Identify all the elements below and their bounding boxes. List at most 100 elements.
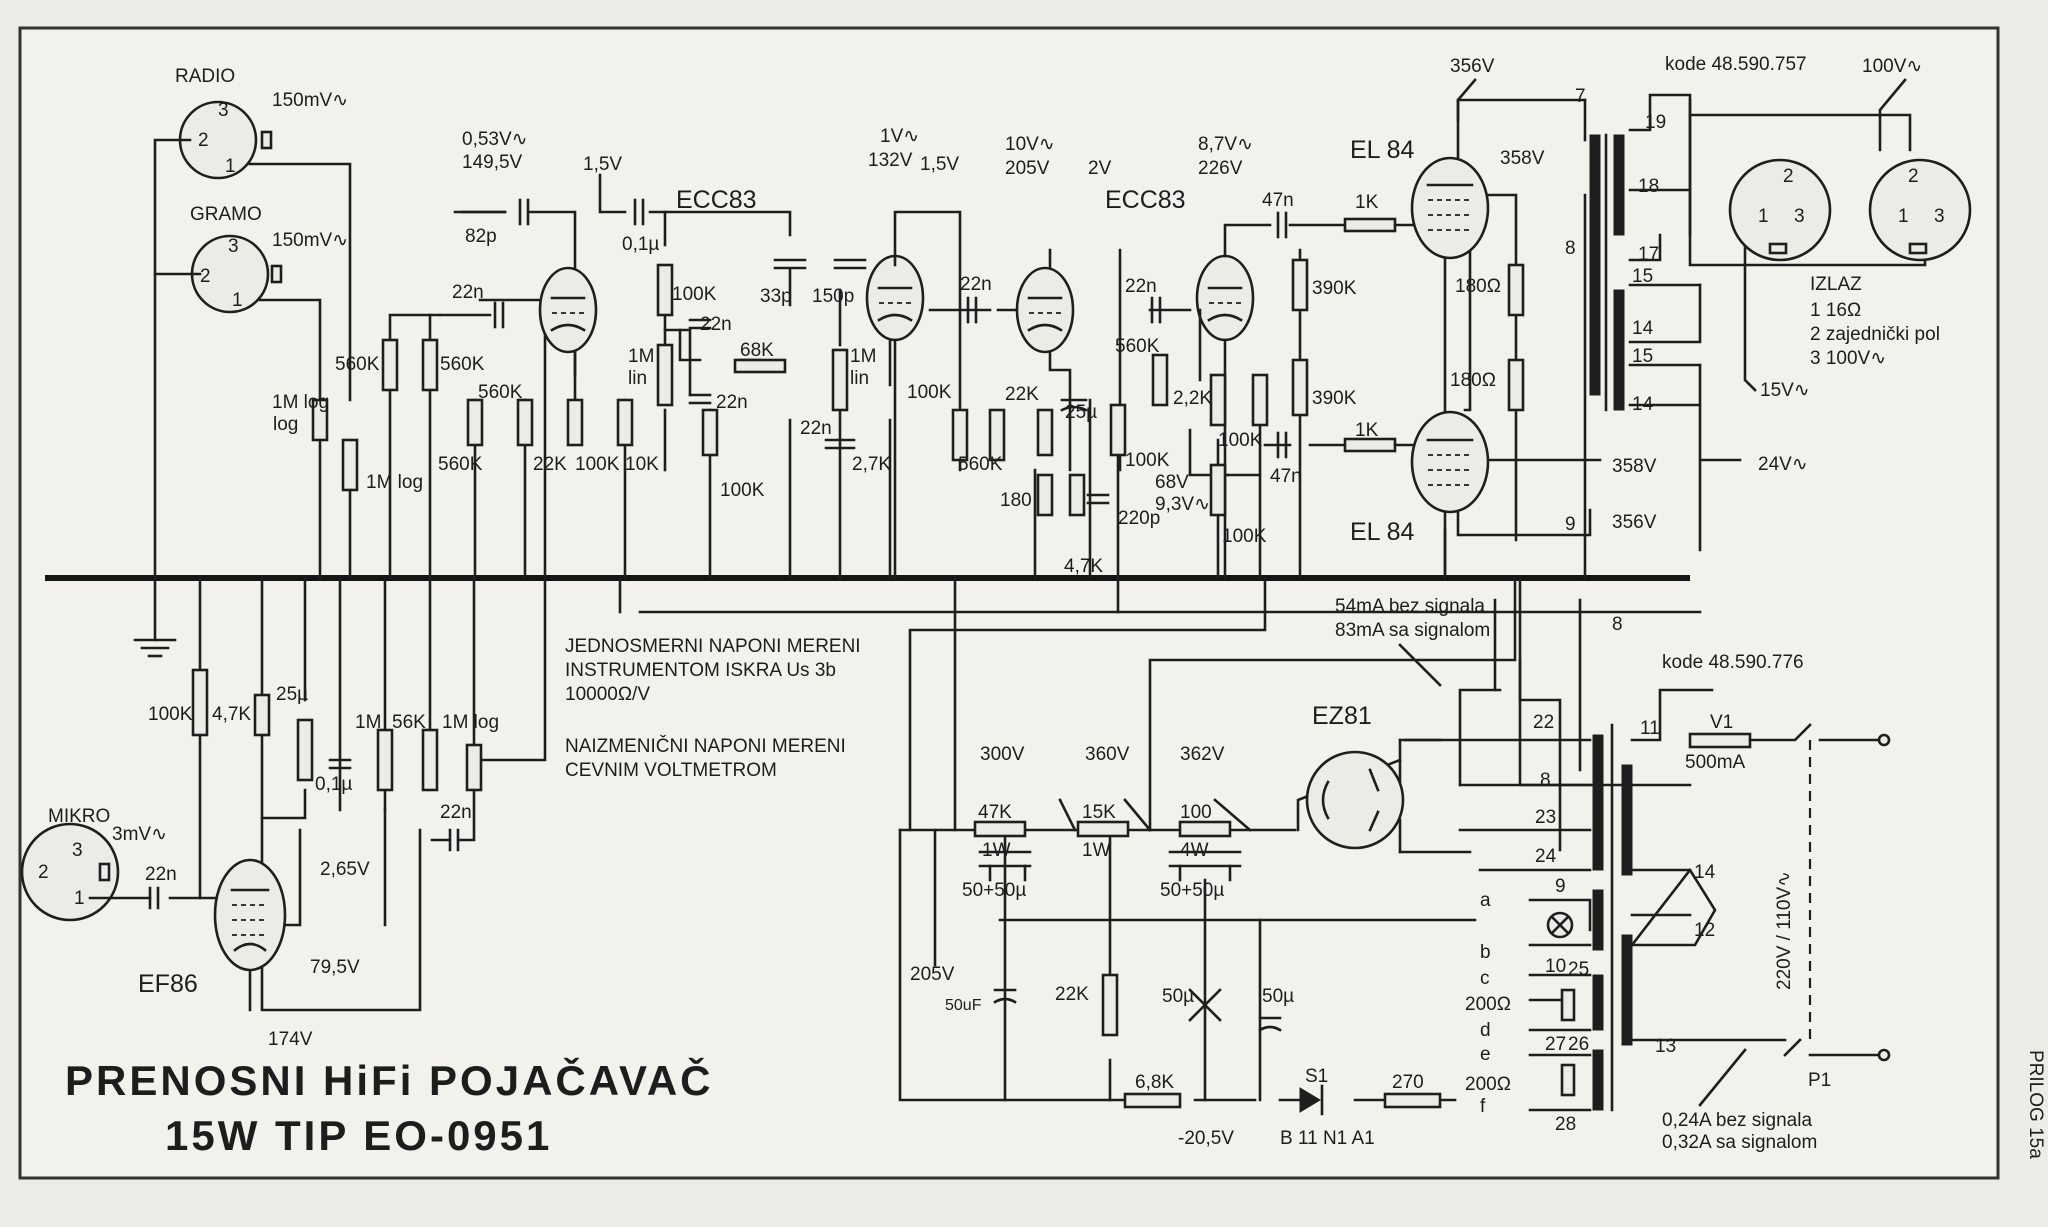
svg-text:B 11 N1 A1: B 11 N1 A1 — [1280, 1128, 1375, 1149]
svg-text:2 zajednički pol: 2 zajednički pol — [1810, 324, 1940, 345]
svg-text:1: 1 — [1898, 206, 1909, 227]
svg-text:358V: 358V — [1500, 148, 1545, 169]
svg-text:9,3V∿: 9,3V∿ — [1155, 494, 1210, 515]
svg-text:19: 19 — [1645, 112, 1666, 133]
svg-text:-20,5V: -20,5V — [1178, 1128, 1234, 1149]
svg-text:3mV∿: 3mV∿ — [112, 824, 167, 845]
svg-text:6,8K: 6,8K — [1135, 1072, 1174, 1093]
svg-text:1W: 1W — [1082, 840, 1111, 861]
svg-text:18: 18 — [1638, 176, 1659, 197]
svg-text:1,5V: 1,5V — [920, 154, 959, 175]
svg-text:a: a — [1480, 890, 1491, 911]
svg-text:3: 3 — [218, 100, 229, 121]
svg-text:1K: 1K — [1355, 420, 1379, 441]
svg-text:1: 1 — [1758, 206, 1769, 227]
svg-text:22K: 22K — [1005, 384, 1039, 405]
svg-text:b: b — [1480, 942, 1491, 963]
svg-text:560K: 560K — [440, 354, 485, 375]
svg-text:82p: 82p — [465, 226, 497, 247]
svg-text:83mA sa signalom: 83mA sa signalom — [1335, 620, 1490, 641]
svg-text:1M: 1M — [628, 346, 654, 367]
svg-text:174V: 174V — [268, 1029, 313, 1050]
svg-text:25µ: 25µ — [276, 684, 308, 705]
svg-text:356V: 356V — [1450, 56, 1495, 77]
svg-text:4,7K: 4,7K — [1064, 556, 1103, 577]
svg-text:10V∿: 10V∿ — [1005, 134, 1055, 155]
el84-bottom-tube: EL 84 — [1350, 410, 1490, 546]
svg-text:22: 22 — [1533, 712, 1554, 733]
svg-text:2: 2 — [38, 862, 49, 883]
svg-text:100K: 100K — [575, 454, 620, 475]
svg-text:1 16Ω: 1 16Ω — [1810, 300, 1861, 321]
svg-text:0,1µ: 0,1µ — [315, 774, 352, 795]
output-stage-components: 180Ω 180Ω 356V 358V 358V 356V — [1450, 56, 1657, 533]
input-wiring — [153, 138, 352, 580]
svg-text:50µ: 50µ — [1262, 986, 1294, 1007]
svg-text:INSTRUMENTOM ISKRA Us 3b: INSTRUMENTOM ISKRA Us 3b — [565, 660, 836, 681]
svg-text:3: 3 — [228, 236, 239, 257]
svg-text:22K: 22K — [1055, 984, 1089, 1005]
svg-text:1V∿: 1V∿ — [880, 126, 919, 147]
svg-text:22K: 22K — [533, 454, 567, 475]
svg-text:500mA: 500mA — [1685, 752, 1746, 773]
svg-text:180Ω: 180Ω — [1455, 276, 1501, 297]
svg-text:22n: 22n — [716, 392, 748, 413]
ecc83-b-tube: ECC83 — [1015, 186, 1255, 354]
svg-text:100K: 100K — [1218, 430, 1263, 451]
svg-text:lin: lin — [628, 368, 647, 389]
svg-text:2,2K: 2,2K — [1173, 388, 1212, 409]
svg-text:22n: 22n — [800, 418, 832, 439]
svg-text:79,5V: 79,5V — [310, 957, 360, 978]
svg-text:2: 2 — [1783, 166, 1794, 187]
svg-text:356V: 356V — [1612, 512, 1657, 533]
power-supply-components: 300V 360V 362V 47K 15K 100 1W 1W 4W 50+5… — [910, 744, 1442, 1149]
mains-section: V1 500mA P1 220V / 110V∿ 0,24A bez signa… — [1662, 712, 1891, 1153]
output-transformer: 7 8 9 19 18 17 15 14 15 14 kode 48.590.7… — [1565, 54, 1922, 552]
svg-text:300V: 300V — [980, 744, 1025, 765]
svg-text:2: 2 — [200, 266, 211, 287]
gramo-connector: GRAMO 150mV∿ 3 2 1 — [190, 204, 348, 314]
svg-text:200Ω: 200Ω — [1465, 994, 1511, 1015]
svg-text:50+50µ: 50+50µ — [1160, 880, 1224, 901]
power-transformer: 22 8 23 24 9 10 25 27 26 28 11 14 12 13 … — [1403, 614, 1804, 1135]
svg-text:25: 25 — [1568, 959, 1589, 980]
svg-text:180: 180 — [1000, 490, 1032, 511]
svg-text:50+50µ: 50+50µ — [962, 880, 1026, 901]
svg-text:lin: lin — [850, 368, 869, 389]
svg-text:68K: 68K — [740, 340, 774, 361]
el84-top-tube: EL 84 — [1350, 136, 1490, 260]
svg-text:2: 2 — [1908, 166, 1919, 187]
svg-text:22n: 22n — [440, 802, 472, 823]
svg-text:12: 12 — [1694, 920, 1715, 941]
svg-text:0,32A sa signalom: 0,32A sa signalom — [1662, 1132, 1817, 1153]
stage1-components: 82p 0,1µ 22n 560K 560K 560K 560K 22K 100… — [335, 129, 891, 501]
volume-pots: 1M log log 1M log — [272, 392, 423, 580]
svg-text:50uF: 50uF — [945, 997, 982, 1014]
title-block: PRENOSNI HiFi POJAČAVAČ 15W TIP EO-0951 … — [65, 1050, 2046, 1159]
svg-text:8,7V∿: 8,7V∿ — [1198, 134, 1253, 155]
svg-text:EZ81: EZ81 — [1312, 702, 1372, 730]
svg-text:205V: 205V — [1005, 158, 1050, 179]
svg-text:560K: 560K — [958, 454, 1003, 475]
svg-text:EL 84: EL 84 — [1350, 136, 1415, 164]
svg-text:PRILOG 15a: PRILOG 15a — [2025, 1050, 2046, 1159]
stage2-wiring — [893, 210, 1122, 580]
stage3-components: 22n 560K 2,2K 100K 100K 68V 9,3V∿ 100K 4… — [1115, 134, 1397, 547]
svg-text:560K: 560K — [478, 382, 523, 403]
svg-text:132V: 132V — [868, 150, 913, 171]
svg-text:kode 48.590.757: kode 48.590.757 — [1665, 54, 1807, 75]
svg-text:13: 13 — [1655, 1036, 1676, 1057]
svg-text:15V∿: 15V∿ — [1760, 380, 1810, 401]
svg-text:14: 14 — [1632, 394, 1654, 415]
svg-text:log: log — [273, 414, 298, 435]
svg-text:2V: 2V — [1088, 158, 1112, 179]
output-connectors: 2 1 3 2 1 3 IZLAZ 1 16Ω 2 zajednički pol… — [1688, 78, 1972, 392]
svg-text:25µ: 25µ — [1065, 402, 1097, 423]
svg-text:10000Ω/V: 10000Ω/V — [565, 684, 650, 705]
svg-text:15: 15 — [1632, 266, 1653, 287]
svg-text:100K: 100K — [907, 382, 952, 403]
svg-text:10: 10 — [1545, 956, 1566, 977]
svg-text:1: 1 — [232, 290, 243, 311]
svg-text:ECC83: ECC83 — [676, 186, 757, 214]
svg-text:56K: 56K — [392, 712, 426, 733]
